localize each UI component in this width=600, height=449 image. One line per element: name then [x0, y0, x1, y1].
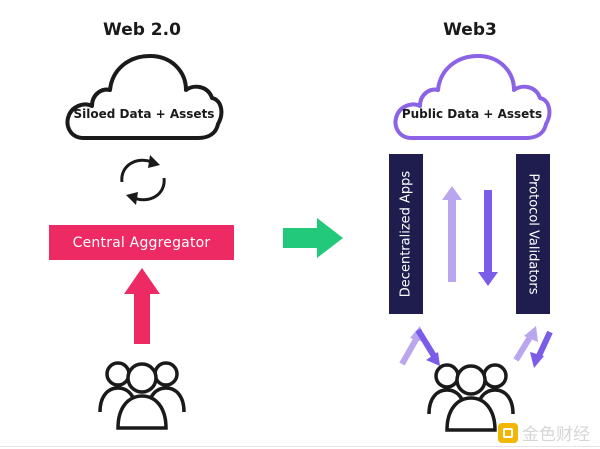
- decentralized-apps-pillar: Decentralized Apps: [389, 154, 423, 314]
- watermark-text: 金色财经: [522, 425, 590, 445]
- web3-title: Web3: [443, 20, 497, 40]
- arrow-up-icon: [124, 268, 160, 344]
- web2-cloud-icon: [65, 54, 224, 140]
- web2-cloud-label: Siloed Data + Assets: [73, 107, 215, 121]
- users-group-icon: [427, 363, 515, 432]
- arrow-down-icon: [478, 190, 498, 286]
- bottom-divider: [0, 446, 600, 447]
- web2-title: Web 2.0: [103, 20, 181, 40]
- arrow-up-icon: [442, 186, 462, 282]
- users-group-icon: [98, 361, 186, 430]
- central-aggregator-label: Central Aggregator: [72, 234, 211, 251]
- web3-cloud-icon: [393, 54, 552, 140]
- watermark-logo-icon: [498, 422, 518, 443]
- decentralized-apps-label: Decentralized Apps: [398, 170, 414, 298]
- watermark: 金色财经: [498, 420, 590, 445]
- protocol-validators-pillar: Protocol Validators: [516, 154, 550, 314]
- web3-cloud-label: Public Data + Assets: [401, 107, 543, 121]
- transition-arrow-icon: [283, 218, 343, 258]
- protocol-validators-label: Protocol Validators: [525, 173, 541, 295]
- central-aggregator-box: Central Aggregator: [49, 225, 234, 260]
- app-exchange-arrows-icon: [399, 326, 440, 366]
- validator-exchange-arrows-icon: [513, 326, 553, 368]
- sync-cycle-icon: [120, 155, 166, 205]
